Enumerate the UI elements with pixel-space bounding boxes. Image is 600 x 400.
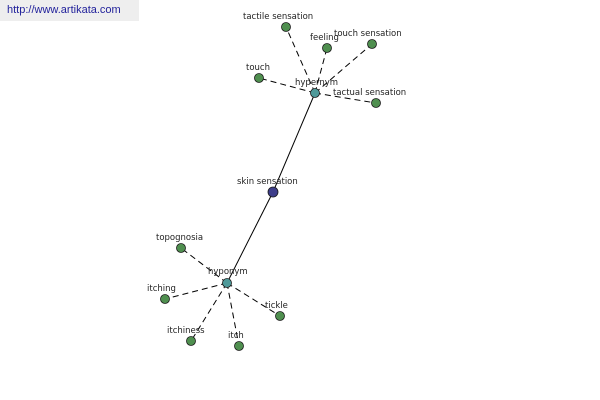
node-label-topognosia[interactable]: topognosia [156, 233, 203, 243]
node-itching[interactable]: itching [147, 284, 176, 304]
node-dot-touch-sensation[interactable] [367, 39, 377, 49]
node-dot-tactile-sensation[interactable] [281, 22, 291, 32]
node-label-tactile-sensation[interactable]: tactile sensation [243, 12, 313, 22]
edge-hypernym-to-feeling [314, 47, 328, 94]
node-touch-sensation[interactable]: touch sensation [334, 29, 402, 49]
node-hyponym[interactable]: hyponym [208, 267, 248, 288]
node-tickle[interactable]: tickle [265, 301, 288, 321]
node-label-hyponym[interactable]: hyponym [208, 267, 248, 277]
edge-skin-sensation-to-hyponym [226, 191, 274, 284]
node-tactual-sensation[interactable]: tactual sensation [333, 88, 406, 108]
node-label-touch[interactable]: touch [246, 63, 270, 73]
node-dot-itchiness[interactable] [186, 336, 196, 346]
node-dot-hypernym[interactable] [310, 88, 320, 98]
edge-skin-sensation-to-hypernym [272, 92, 316, 193]
node-dot-touch[interactable] [254, 73, 264, 83]
edges-layer [164, 26, 377, 347]
node-touch[interactable]: touch [246, 63, 270, 83]
node-label-hypernym[interactable]: hypernym [295, 78, 338, 88]
node-label-itchiness[interactable]: itchiness [167, 326, 205, 336]
node-dot-tickle[interactable] [275, 311, 285, 321]
edge-hypernym-to-tactile-sensation [285, 26, 316, 94]
node-dot-skin-sensation[interactable] [267, 186, 279, 198]
edge-hyponym-to-tickle [226, 282, 281, 317]
edge-hyponym-to-itch [226, 282, 240, 347]
node-label-touch-sensation[interactable]: touch sensation [334, 29, 402, 39]
node-dot-topognosia[interactable] [176, 243, 186, 253]
node-label-itching[interactable]: itching [147, 284, 176, 294]
edge-hypernym-to-touch-sensation [314, 43, 373, 94]
node-tactile-sensation[interactable]: tactile sensation [243, 12, 313, 32]
node-label-itch[interactable]: itch [228, 331, 244, 341]
node-label-tactual-sensation[interactable]: tactual sensation [333, 88, 406, 98]
node-label-skin-sensation[interactable]: skin sensation [237, 177, 298, 187]
node-hypernym[interactable]: hypernym [295, 78, 338, 98]
node-dot-feeling[interactable] [322, 43, 332, 53]
edge-hypernym-to-tactual-sensation [314, 92, 377, 104]
node-topognosia[interactable]: topognosia [156, 233, 203, 253]
node-dot-itch[interactable] [234, 341, 244, 351]
edge-hyponym-to-topognosia [180, 247, 228, 284]
node-label-tickle[interactable]: tickle [265, 301, 288, 311]
nodes-layer: skin sensation hypernym hyponym tactile sen… [147, 12, 406, 351]
node-itchiness[interactable]: itchiness [167, 326, 205, 346]
node-dot-itching[interactable] [160, 294, 170, 304]
edge-hyponym-to-itchiness [190, 282, 228, 342]
node-skin-sensation[interactable]: skin sensation [237, 177, 298, 198]
site-watermark[interactable]: http://www.artikata.com [0, 0, 139, 21]
node-feeling[interactable]: feeling [310, 33, 339, 53]
edge-hyponym-to-itching [164, 282, 228, 300]
node-itch[interactable]: itch [228, 331, 244, 351]
node-label-feeling[interactable]: feeling [310, 33, 339, 43]
node-dot-tactual-sensation[interactable] [371, 98, 381, 108]
node-dot-hyponym[interactable] [222, 278, 232, 288]
